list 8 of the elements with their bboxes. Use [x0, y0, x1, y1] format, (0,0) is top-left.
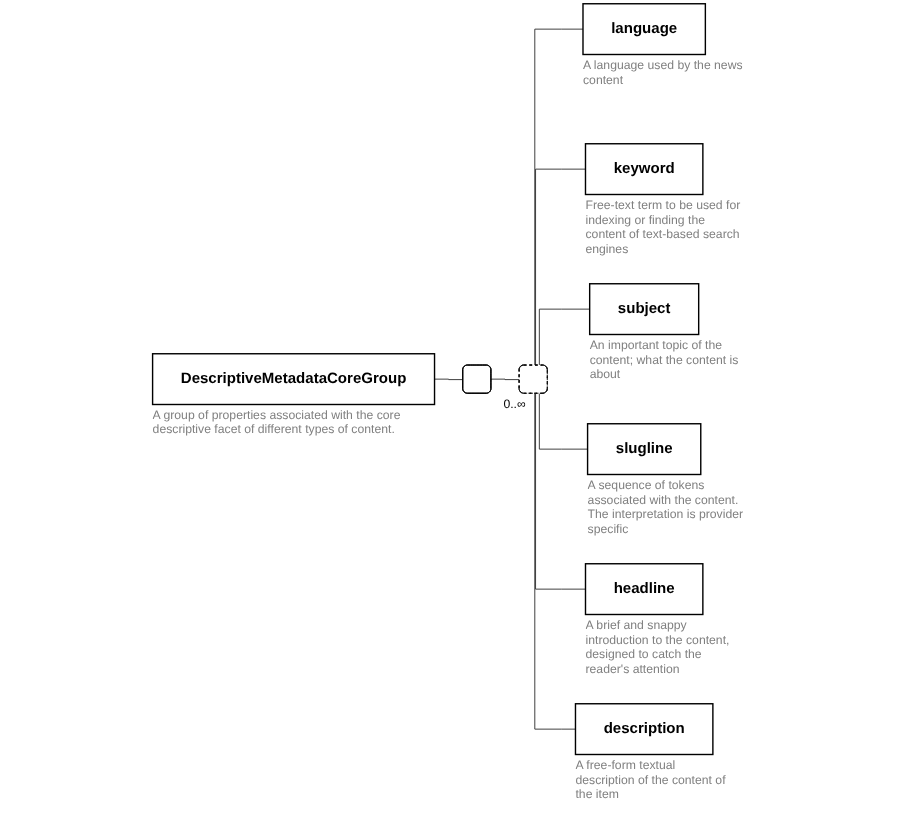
connector	[534, 393, 576, 730]
connector	[490, 378, 521, 381]
connector	[535, 168, 586, 366]
connector	[434, 378, 464, 381]
connector	[538, 308, 591, 366]
connector	[538, 393, 589, 450]
connector	[534, 28, 584, 366]
connector	[535, 393, 586, 590]
